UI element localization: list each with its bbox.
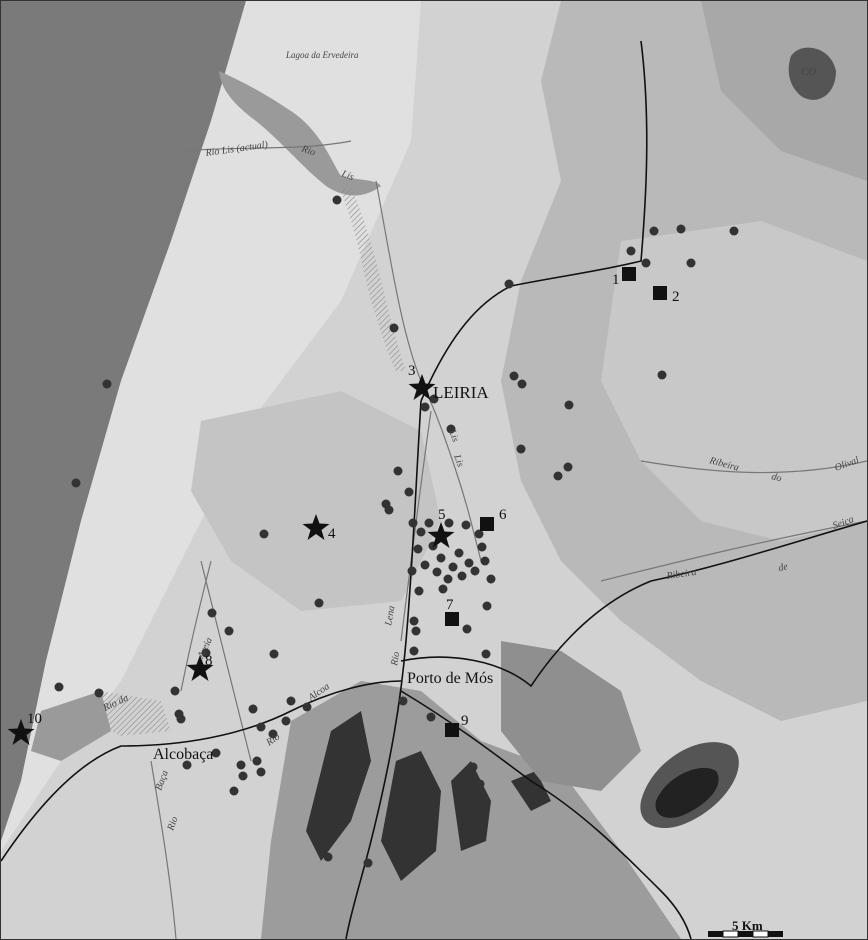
estuary-alcobaca-water: [31, 691, 111, 761]
ne-dark-blob: [788, 47, 836, 100]
river-label-lis-3: Lis: [451, 452, 466, 468]
site-5-marker: [427, 522, 455, 548]
river-label-lena: Lena: [383, 605, 397, 628]
road-porto-east: [400, 520, 867, 688]
river-lis-north: [180, 140, 352, 152]
site-4-marker: [302, 514, 330, 540]
river-baca: [150, 760, 177, 939]
scale-bar: 5 Km: [708, 918, 783, 938]
estuary-south: [91, 691, 171, 736]
corner-label: CO: [801, 66, 816, 78]
site-9-label: 9: [461, 713, 469, 729]
river-label-rio: Rio: [299, 143, 317, 158]
lagoon-label: Lagoa da Ervedeira: [285, 50, 359, 60]
site-dots: [54, 195, 739, 868]
road-north: [420, 40, 648, 402]
river-ribeira-seica: [600, 520, 867, 582]
site-6-label: 6: [499, 507, 507, 523]
uplands-east-light: [601, 221, 867, 541]
site-1-marker: [622, 267, 636, 281]
road-southeast: [400, 690, 692, 939]
river-label-rio-baca: Rio: [165, 815, 180, 833]
river-label-seica-1: Ribeira: [665, 567, 697, 582]
town-porto-de-mos: Porto de Mós: [407, 670, 493, 687]
site-9-marker: [445, 723, 459, 737]
site-3-label: 3: [408, 363, 416, 379]
river-label-lis: Lis: [339, 168, 355, 183]
lagoon-water: [219, 71, 381, 196]
uplands-ne: [701, 1, 867, 181]
south-massif-dark-1: [306, 711, 371, 861]
estuary-lis: [341, 186, 406, 371]
road-alcobaca: [1, 680, 402, 862]
river-areia: [180, 560, 212, 692]
site-1-label: 1: [612, 272, 620, 288]
town-alcobaca: Alcobaça: [153, 746, 213, 763]
site-8-marker: [186, 655, 214, 681]
river-lis-upper: [375, 180, 482, 562]
se-ellipse-inner: [655, 767, 719, 818]
river-label-lis-2: Lis: [446, 427, 461, 443]
river-label-seica-2: de: [777, 561, 789, 574]
south-massif-dark-2: [381, 751, 441, 881]
site-2-marker: [653, 286, 667, 300]
central-ridge: [191, 391, 441, 611]
site-5-label: 5: [438, 507, 446, 523]
site-7-marker: [445, 612, 459, 626]
river-label-olival-2: do: [770, 471, 783, 484]
star-sites: [7, 374, 455, 745]
river-alcoa: [200, 560, 252, 762]
site-8-label: 8: [205, 653, 213, 669]
site-2-label: 2: [672, 289, 680, 305]
site-3-marker: [408, 374, 436, 400]
site-10-marker: [7, 719, 35, 745]
site-7-label: 7: [446, 597, 454, 613]
square-sites: [445, 267, 667, 737]
scale-label: 5 Km: [732, 918, 763, 933]
site-10-label: 10: [27, 711, 42, 727]
river-ribeira-olival: [640, 460, 867, 474]
sea-strip: [1, 1, 246, 841]
site-4-label: 4: [328, 526, 336, 542]
town-leiria: LEIRIA: [433, 383, 489, 402]
site-6-marker: [480, 517, 494, 531]
river-label-rio-2: Rio: [389, 651, 402, 668]
